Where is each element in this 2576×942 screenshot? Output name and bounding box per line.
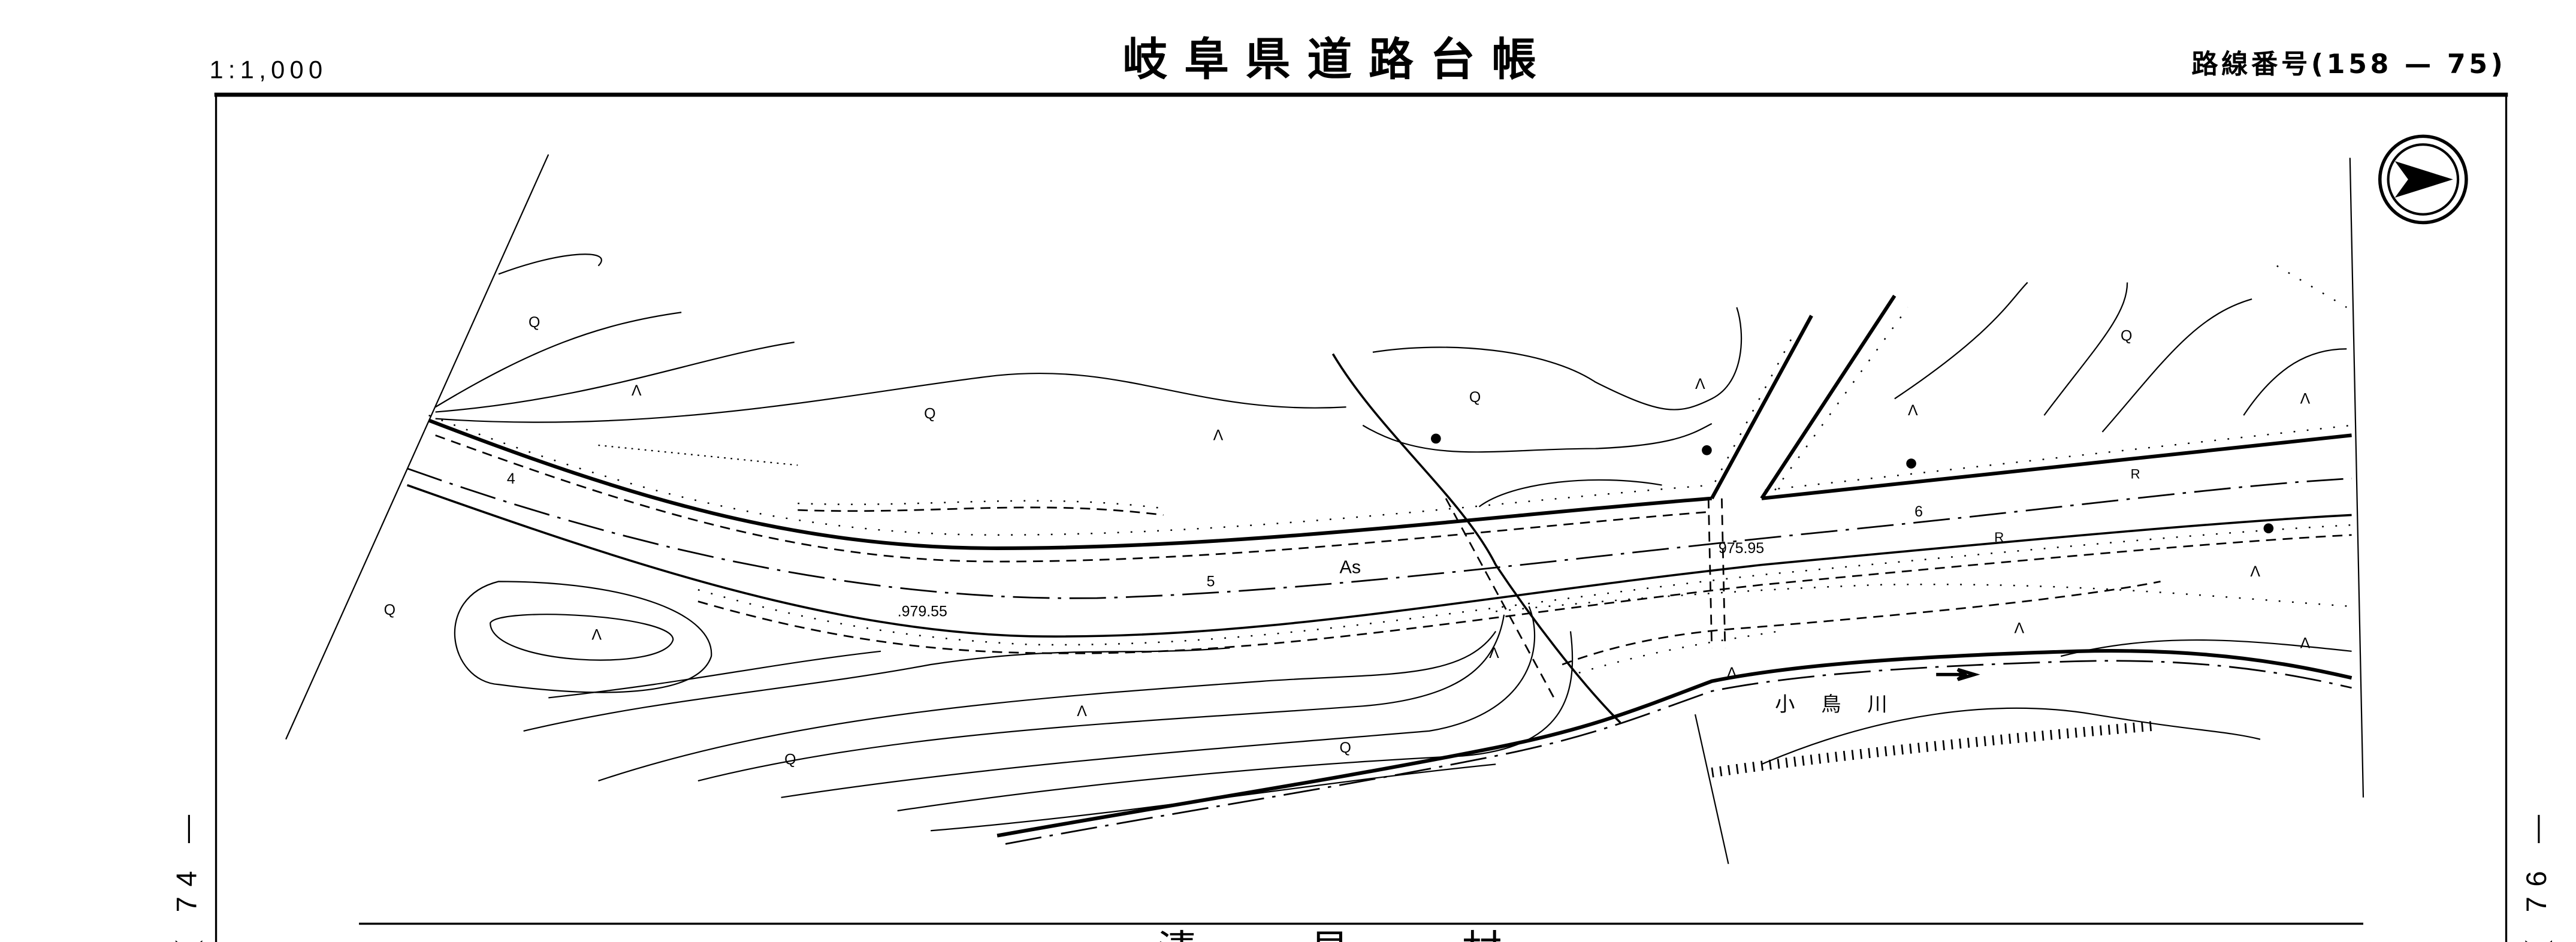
road [406, 414, 2352, 674]
wall-mark: R [2131, 466, 2140, 481]
river-name: 小 鳥 川 [1775, 693, 1897, 716]
land-use-symbols: Q Λ Q Λ Q Λ Λ Q Λ Q Λ Λ Λ Λ Λ Λ Λ Q Q [384, 314, 2311, 768]
road-edge-upper [428, 418, 1712, 550]
svg-text:Q: Q [1469, 389, 1481, 406]
river [996, 649, 2352, 845]
svg-text:Λ: Λ [591, 626, 602, 643]
wall-mark: R [1994, 530, 2004, 545]
north-arrow-icon [2378, 134, 2468, 225]
previous-sheet-label: ( 74 — [170, 805, 202, 942]
svg-text:Q: Q [784, 751, 796, 768]
embankment-hatch [1711, 721, 2153, 778]
road-edge-upper-right [1761, 433, 2352, 500]
svg-text:Λ: Λ [2300, 635, 2311, 651]
station-label: 4 [507, 470, 515, 487]
svg-text:Q: Q [529, 314, 540, 331]
svg-text:Q: Q [1339, 739, 1351, 756]
svg-text:Λ: Λ [1213, 427, 1224, 444]
next-sheet-label: ( 76 — [2520, 805, 2552, 942]
svg-text:Λ: Λ [2250, 563, 2260, 580]
svg-text:Λ: Λ [2300, 391, 2311, 407]
station-label: 5 [1207, 573, 1215, 590]
station-label: 6 [1914, 503, 1923, 520]
ridge-line [1331, 353, 1621, 724]
svg-text:Λ: Λ [1908, 402, 1918, 419]
sheet-match-line [2349, 158, 2364, 798]
scale-label: 1:1,000 [209, 55, 327, 83]
road-centerline [407, 467, 2352, 599]
map-boundary-left [285, 154, 549, 740]
svg-text:Λ: Λ [2015, 620, 2025, 636]
svg-text:Q: Q [2121, 327, 2132, 344]
svg-text:Λ: Λ [1077, 703, 1087, 720]
contour-lines [435, 253, 2352, 864]
svg-text:Q: Q [924, 406, 935, 422]
svg-text:Q: Q [384, 602, 395, 618]
flow-arrow-icon [1936, 668, 1980, 681]
survey-points [1431, 433, 2274, 533]
road-edge-lower [406, 484, 2352, 638]
elevation-label: .979.55 [898, 603, 947, 620]
svg-text:Λ: Λ [632, 382, 642, 399]
svg-text:Λ: Λ [1489, 645, 1499, 662]
svg-text:Λ: Λ [1695, 376, 1705, 393]
sheet-title: 岐阜県道路台帳 [1123, 34, 1553, 86]
side-road [1707, 265, 2347, 648]
route-number: 路線番号(158 — 75) [2191, 49, 2506, 80]
elevation-label: 975.95 [1719, 540, 1764, 557]
pavement-label: As [1339, 557, 1361, 578]
village-name: 清 見 村 [1157, 926, 1551, 942]
svg-text:Λ: Λ [1727, 665, 1737, 681]
